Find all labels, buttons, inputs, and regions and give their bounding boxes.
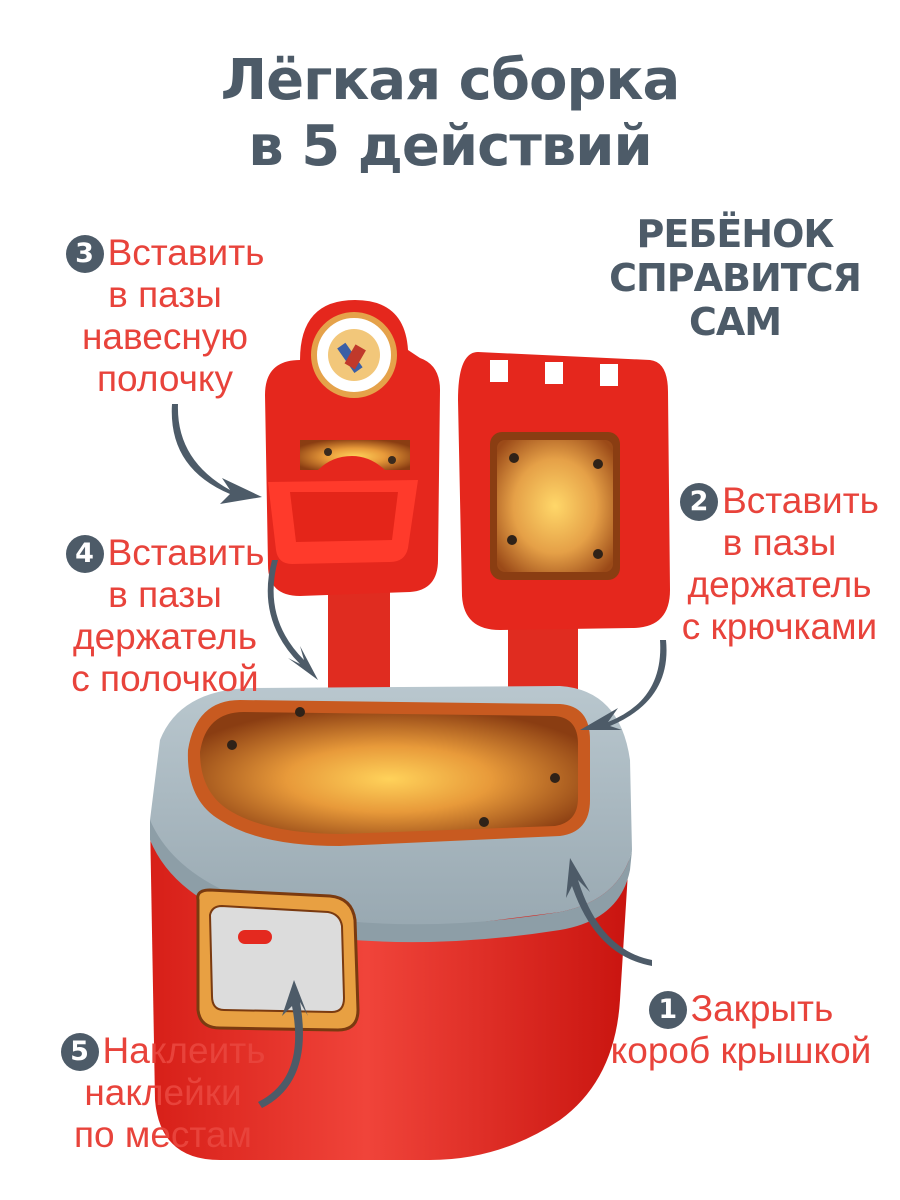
step-text: в пазы — [722, 522, 837, 563]
left-panel — [265, 300, 440, 596]
step-text: наклейки — [84, 1072, 242, 1113]
number-circle-icon: 5 — [60, 1033, 99, 1071]
number-circle-icon: 3 — [65, 235, 104, 273]
step-text: Вставить — [107, 232, 265, 273]
step-text: навесную — [81, 316, 248, 357]
right-panel — [458, 352, 670, 630]
step-text: по местам — [74, 1114, 252, 1155]
step-text: в пазы — [108, 574, 222, 615]
step-text: с полочкой — [71, 658, 259, 699]
curved-arrow-icon — [171, 404, 667, 1108]
step-text: короб крышкой — [610, 1030, 872, 1071]
title-line: Лёгкая сборка — [220, 48, 681, 113]
step-text: Вставить — [722, 480, 879, 521]
claim-line: САМ — [688, 300, 782, 344]
claim-line: СПРАВИТСЯ — [609, 256, 862, 300]
claim-text: РЕБЁНОК СПРАВИТСЯ САМ — [600, 212, 870, 344]
page-title: Лёгкая сборка в 5 действий — [0, 48, 900, 180]
step-text: Закрыть — [690, 988, 834, 1029]
number-circle-icon: 4 — [65, 535, 104, 573]
step-text: держатель — [72, 616, 257, 657]
step-text: полочку — [97, 358, 233, 399]
number-circle-icon: 1 — [648, 991, 687, 1029]
step-text: Вставить — [107, 532, 265, 573]
toy-box — [150, 686, 632, 1160]
title-line: в 5 действий — [248, 114, 652, 179]
step-text: Наклеить — [102, 1030, 266, 1071]
step-text: держатель — [687, 564, 872, 605]
step-text: с крючками — [681, 606, 878, 647]
step-text: в пазы — [108, 274, 222, 315]
claim-line: РЕБЁНОК — [636, 212, 835, 256]
number-circle-icon: 2 — [680, 483, 719, 521]
